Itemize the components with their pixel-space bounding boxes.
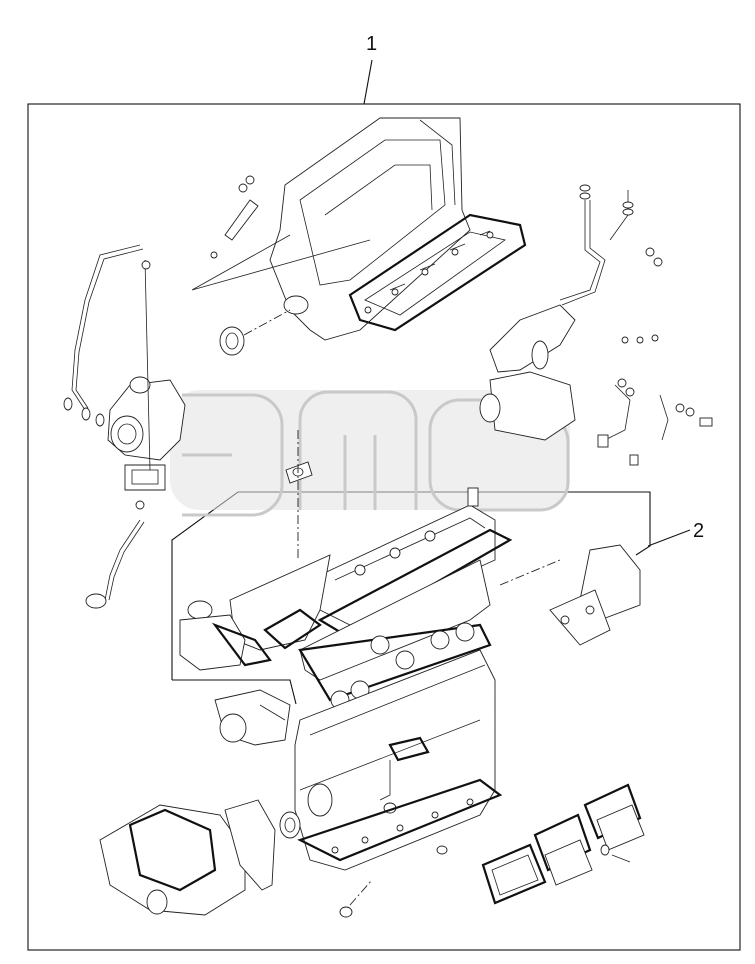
engine-block <box>294 649 496 871</box>
fittings-right <box>597 378 713 466</box>
front-crank-seal-upper <box>219 309 291 356</box>
oil-pan-gasket <box>297 778 503 862</box>
exhaust-manifold-gaskets <box>499 544 641 646</box>
callout-1-label: 1 <box>366 33 377 55</box>
turbo-oil-line <box>63 244 151 471</box>
kit-1-frame <box>27 103 741 951</box>
cylinder-head-upper <box>269 117 471 341</box>
exhaust-gasket-center <box>285 430 313 560</box>
callout-1: 1 <box>363 33 377 105</box>
turbocharger <box>107 376 186 491</box>
water-outlet-housing <box>479 304 576 441</box>
valve-cover <box>317 487 513 637</box>
gear-housing <box>99 799 301 916</box>
drain-plug <box>339 845 448 918</box>
cylinder-head-lower <box>229 554 492 710</box>
intake-gaskets <box>179 600 322 671</box>
valve-cover-gasket-upper <box>348 213 527 332</box>
callout-2: 2 <box>647 520 704 547</box>
turbo-drain <box>85 500 145 609</box>
water-pump <box>214 689 291 746</box>
callout-2-leader <box>647 529 691 547</box>
injector-parts <box>191 175 371 291</box>
side-cover-gaskets <box>481 783 645 905</box>
callout-1-leader <box>363 59 373 105</box>
callout-2-label: 2 <box>693 520 704 542</box>
oil-feed-lines <box>559 184 663 344</box>
